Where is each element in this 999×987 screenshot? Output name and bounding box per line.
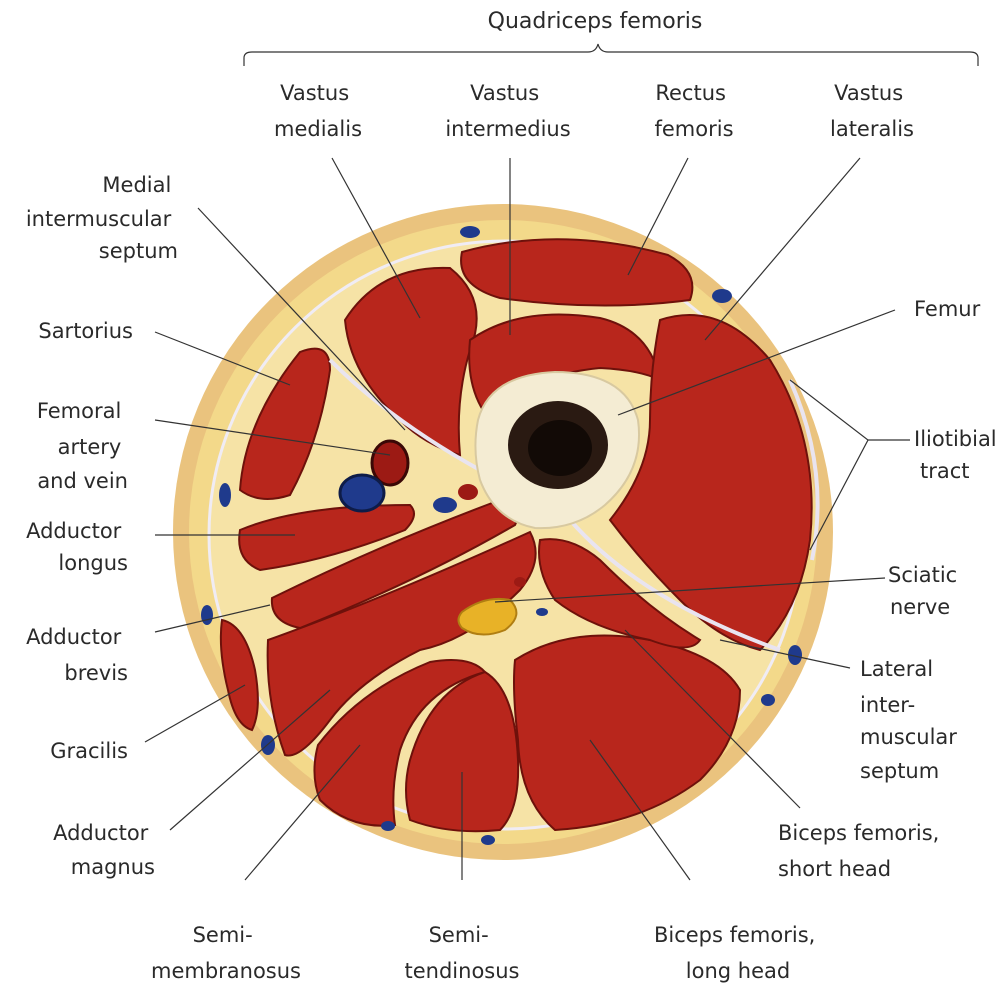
small-vein [460,226,480,238]
femur-marrow-inner [528,420,592,476]
vastus-intermedius-label: Vastus intermedius [445,81,570,141]
small-artery [458,484,478,500]
thigh-section [173,204,833,860]
vastus-lateralis-label: Vastus lateralis [830,81,914,141]
lateral-intermuscular-septum-label: Lateral inter- muscular septum [860,657,964,783]
medial-intermuscular-septum-label: Medial intermuscular septum [26,173,178,263]
small-artery [514,577,526,587]
adductor-brevis-label: Adductor brevis [26,625,128,685]
sciatic-nerve-label: Sciatic nerve [888,563,964,619]
small-vein [536,608,548,616]
rectus-femoris-label: Rectus femoris [654,81,733,141]
biceps-femoris-long-head-muscle [514,636,740,831]
small-vein [381,821,395,831]
sartorius-label: Sartorius [38,319,133,343]
iliotibial-tract-label: Iliotibial tract [914,427,999,483]
femoral-vein [340,475,384,511]
small-vein [201,605,213,625]
gracilis-label: Gracilis [50,739,128,763]
femur-label: Femur [914,297,981,321]
quadriceps-femoris-label: Quadriceps femoris [488,9,703,34]
adductor-magnus-label: Adductor magnus [53,821,155,879]
quadriceps-brace [244,44,978,66]
small-vein [219,483,231,507]
small-vein [712,289,732,303]
semitendinosus-label: Semi- tendinosus [405,923,520,983]
small-vein [433,497,457,513]
adductor-longus-label: Adductor longus [26,519,128,575]
small-vein [481,835,495,845]
biceps-femoris-long-head-label: Biceps femoris, long head [654,923,822,983]
semimembranosus-label: Semi- membranosus [151,923,301,983]
femoral-artery-and-vein-label: Femoral artery and vein [37,399,128,493]
biceps-femoris-short-head-label: Biceps femoris, short head [778,821,946,881]
vastus-medialis-label: Vastus medialis [274,81,362,141]
small-vein [761,694,775,706]
